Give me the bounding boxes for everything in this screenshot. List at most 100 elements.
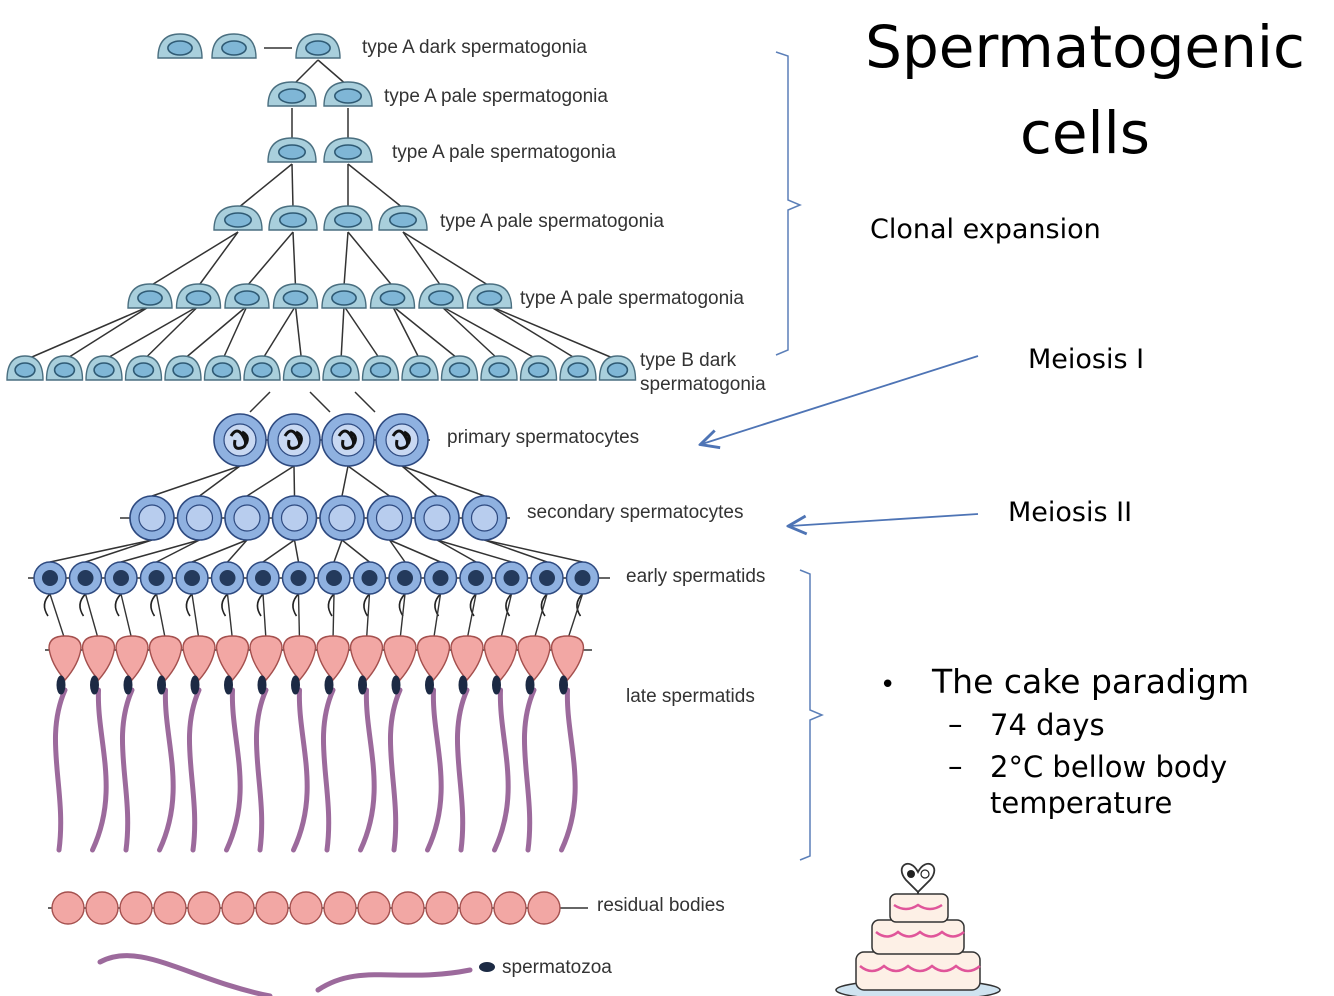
label-type-a-pale-3: type A pale spermatogonia <box>440 211 664 232</box>
lineage-line <box>85 539 153 563</box>
residual-body <box>425 891 459 925</box>
chromatin <box>283 429 303 450</box>
early-tail <box>363 593 371 617</box>
cell-early-spermatid-nucleus <box>77 570 94 586</box>
lineage-line <box>151 465 241 497</box>
cell-type-b-dark-nucleus <box>172 362 194 378</box>
bullet-main-text: The cake paradigm <box>932 662 1250 701</box>
lineage-line <box>293 465 296 497</box>
lineage-line <box>84 593 100 641</box>
lineage-line <box>246 231 294 287</box>
cell-late-spermatid <box>349 635 384 682</box>
cell-type-a-pale-nucleus <box>388 212 417 228</box>
late-tail <box>119 687 135 853</box>
cell-early-spermatid-nucleus <box>468 570 484 586</box>
cell-late-spermatid <box>550 635 585 682</box>
lineage-line <box>499 593 513 641</box>
lineage-line <box>343 305 382 361</box>
lineage-line <box>292 231 297 287</box>
cell-type-b-dark-nucleus <box>567 362 589 378</box>
cell-type-b-dark-nucleus <box>606 362 629 378</box>
cell-type-a-pale-nucleus <box>333 212 362 228</box>
cell-primary-spermatocyte-nucleus <box>385 423 419 457</box>
late-tail <box>186 687 202 853</box>
slide-title-line1: Spermatogenic <box>865 13 1305 81</box>
lineage-line <box>365 593 371 641</box>
late-tail <box>90 687 109 853</box>
cell-type-a-pale-nucleus <box>379 290 406 306</box>
cell-type-a-pale-nucleus <box>428 290 454 306</box>
cell-type-b-dark-nucleus <box>448 362 471 378</box>
cell-late-spermatid <box>182 635 216 682</box>
lineage-line <box>484 539 548 563</box>
lineage-line <box>399 593 406 641</box>
label-residual-bodies: residual bodies <box>597 895 725 916</box>
lineage-line <box>484 539 583 563</box>
cell-late-spermatid-head <box>56 675 66 695</box>
cell-type-b-dark-nucleus <box>488 362 510 378</box>
label-type-a-pale-4: type A pale spermatogonia <box>520 288 744 309</box>
lineage-line <box>340 305 345 361</box>
residual-body <box>391 891 425 925</box>
cell-type-a-dark-nucleus <box>167 40 193 56</box>
lineage-line <box>49 593 66 641</box>
bullet-sub-2: – 2°C bellow body temperature <box>948 749 1260 821</box>
lineage-line <box>354 391 376 413</box>
early-tail <box>505 593 513 617</box>
lineage-line <box>142 305 200 361</box>
note-meiosis-2: Meiosis II <box>1008 497 1133 528</box>
cells <box>6 33 637 972</box>
cell-type-a-pale-nucleus <box>277 144 306 160</box>
lineage-line <box>402 231 490 287</box>
cell-late-spermatid <box>282 635 317 682</box>
lineage-line <box>297 593 301 641</box>
residual-body <box>255 891 289 925</box>
cell-late-spermatid-head <box>458 675 468 695</box>
lineage-line <box>191 539 248 563</box>
lineage-line <box>120 593 133 641</box>
spermatozoon-tail <box>315 967 473 993</box>
late-tail <box>358 687 377 853</box>
note-clonal-expansion: Clonal expansion <box>870 214 1101 245</box>
cell-type-b-dark-nucleus <box>290 362 313 378</box>
cell-type-b-dark-nucleus <box>527 362 550 378</box>
late-tail <box>425 687 444 853</box>
lineage-line <box>103 305 199 361</box>
lineage-line <box>392 305 460 361</box>
cell-type-b-dark-nucleus <box>14 362 36 378</box>
label-early-spermatids: early spermatids <box>626 566 765 587</box>
bracket-spermiogenesis <box>799 569 824 861</box>
residual-body <box>51 891 85 925</box>
lineage-line <box>391 305 421 361</box>
lineage-line <box>347 163 404 209</box>
lineage-line <box>199 465 241 497</box>
lineage-line <box>221 305 248 361</box>
early-tail <box>79 593 87 617</box>
cell-late-spermatid-head <box>324 675 334 695</box>
lineage-line <box>156 539 200 563</box>
residual-body <box>323 891 357 925</box>
lineage-line <box>436 539 512 563</box>
cell-type-b-dark-nucleus <box>53 362 76 378</box>
bracket-clonal-expansion <box>775 51 802 356</box>
cell-secondary-spermatocyte-nucleus <box>185 504 214 532</box>
label-secondary-spermatocytes: secondary spermatocytes <box>527 502 744 523</box>
lineage-line <box>333 539 343 563</box>
lineage-line <box>182 305 248 361</box>
lineage-line <box>237 163 293 209</box>
chromatin <box>229 429 249 450</box>
bullet-sub-2-text: 2°C bellow body temperature <box>990 750 1228 820</box>
lineage-line <box>64 305 151 361</box>
late-tail <box>320 687 336 853</box>
lineage-line <box>120 539 200 563</box>
cell-secondary-spermatocyte-nucleus <box>470 504 499 532</box>
lineage-line <box>343 231 349 287</box>
cell-late-spermatid <box>517 635 551 682</box>
lineage-line <box>197 231 239 287</box>
label-type-b-dark-line1: type B dark <box>640 350 737 371</box>
bullet-sub-1: – 74 days <box>948 707 1260 743</box>
cell-secondary-spermatocyte-nucleus <box>423 504 451 532</box>
early-tail <box>256 593 264 617</box>
early-tail <box>327 593 335 617</box>
